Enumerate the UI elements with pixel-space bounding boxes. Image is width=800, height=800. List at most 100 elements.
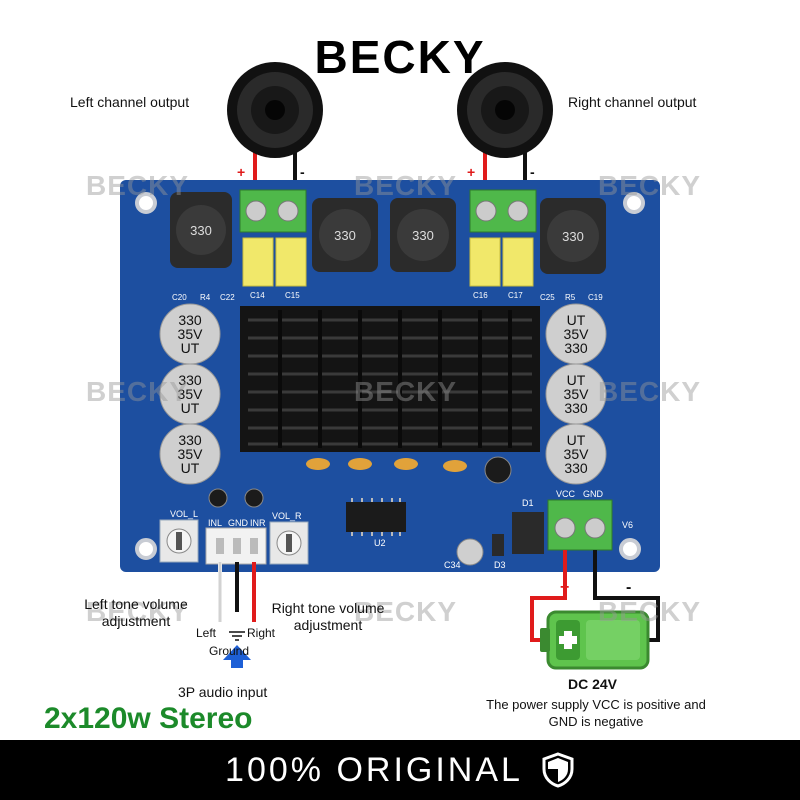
watermark: BECKY: [598, 596, 702, 627]
svg-text:330: 330: [564, 340, 588, 356]
svg-text:330: 330: [412, 228, 434, 243]
silk-c16: C16: [473, 291, 488, 300]
plus-sign: +: [560, 579, 569, 596]
ic-pins: [351, 498, 401, 536]
svg-text:35V: 35V: [178, 386, 204, 402]
watermark: BECKY: [86, 170, 190, 201]
brand-title: BECKY: [314, 31, 486, 83]
electrolytic-capacitor: UT 35V 330: [545, 423, 607, 485]
power-terminal: [547, 499, 613, 551]
minus-sign: -: [530, 164, 535, 180]
plus-sign: +: [237, 164, 245, 180]
svg-text:UT: UT: [567, 312, 586, 328]
svg-text:35V: 35V: [564, 446, 590, 462]
silk-d3: D3: [494, 560, 506, 570]
svg-text:UT: UT: [181, 460, 200, 476]
speaker-terminal-right: [469, 189, 537, 233]
silk-d1: D1: [522, 498, 534, 508]
diode-package: [512, 512, 544, 554]
ground-label: Ground: [209, 644, 250, 658]
electrolytic-capacitor: UT 35V 330: [545, 363, 607, 425]
silk-c34: C34: [444, 560, 461, 570]
svg-text:UT: UT: [567, 372, 586, 388]
silk-r5: R5: [565, 293, 576, 302]
silk-v6: V6: [622, 520, 633, 530]
audio-input-wires: [218, 562, 256, 622]
watermark: BECKY: [86, 376, 190, 407]
svg-text:330: 330: [178, 432, 202, 448]
silk-vol-r: VOL_R: [272, 511, 302, 521]
mounting-holes: [135, 192, 645, 560]
svg-text:35V: 35V: [178, 326, 204, 342]
minus-sign: -: [300, 164, 305, 180]
speaker-icon: [227, 62, 323, 158]
svg-text:330: 330: [178, 372, 202, 388]
power-supply-note: The power supply VCC is positive and GND…: [486, 697, 706, 729]
battery-icon: [540, 610, 650, 670]
amplifier-board-illustration: + - + - 330 330 330 330: [120, 62, 660, 670]
wire-right-label: Right: [247, 626, 276, 640]
arrow-up-icon: [223, 645, 251, 668]
left-channel-output-label: Left channel output: [70, 94, 190, 110]
audio-input-label: 3P audio input: [178, 684, 268, 700]
svg-text:330: 330: [562, 229, 584, 244]
svg-text:330: 330: [190, 223, 212, 238]
svg-text:330: 330: [178, 312, 202, 328]
silk-vol-l: VOL_L: [170, 509, 198, 519]
shield-icon: [542, 752, 574, 788]
footer-banner: 100% ORIGINAL: [0, 740, 800, 800]
svg-text:UT: UT: [181, 340, 200, 356]
silk-u2: U2: [374, 538, 386, 548]
watermark: BECKY: [354, 376, 458, 407]
inductor: 330: [312, 198, 378, 272]
film-capacitors: [242, 237, 534, 287]
silk-c20: C20: [172, 293, 187, 302]
silk-c22: C22: [220, 293, 235, 302]
left-tone-label: Left tone volume adjustment: [84, 596, 188, 629]
watermark: BECKY: [598, 376, 702, 407]
watermark: BECKY: [86, 596, 190, 627]
electrolytic-capacitor: 330 35V UT: [159, 423, 221, 485]
silk-vcc: VCC: [556, 489, 576, 499]
minus-sign: -: [626, 579, 631, 596]
wire-left-label: Left: [196, 626, 217, 640]
inductor: 330: [170, 192, 232, 268]
ic-chip: [346, 502, 406, 532]
small-capacitors: [208, 456, 512, 566]
silk-inr: INR: [250, 518, 266, 528]
svg-text:35V: 35V: [564, 326, 590, 342]
watermark: BECKY: [598, 170, 702, 201]
electrolytic-capacitor: UT 35V 330: [545, 303, 607, 365]
inductor: 330: [540, 198, 606, 274]
right-volume-pot: [269, 521, 309, 565]
electrolytic-capacitor: 330 35V UT: [159, 303, 221, 365]
right-tone-label: Right tone volume adjustment: [271, 600, 385, 633]
svg-text:UT: UT: [181, 400, 200, 416]
silk-inl: INL: [208, 518, 222, 528]
silk-r4: R4: [200, 293, 211, 302]
diode-d3: [492, 534, 504, 556]
power-wires: [530, 550, 660, 642]
right-channel-output-label: Right channel output: [568, 94, 697, 110]
smd-components: [306, 458, 467, 472]
silk-c17: C17: [508, 291, 523, 300]
silk-c14: C14: [250, 291, 265, 300]
svg-text:330: 330: [334, 228, 356, 243]
plus-sign: +: [467, 164, 475, 180]
audio-input-connector: [205, 527, 267, 565]
silk-gnd: GND: [228, 518, 249, 528]
watermark: BECKY: [354, 596, 458, 627]
svg-text:330: 330: [564, 400, 588, 416]
silk-c19: C19: [588, 293, 603, 302]
ground-symbol-icon: [229, 631, 245, 641]
dc-voltage-label: DC 24V: [568, 676, 618, 692]
svg-text:35V: 35V: [178, 446, 204, 462]
svg-text:330: 330: [564, 460, 588, 476]
heatsink: [240, 306, 540, 452]
footer-text: 100% ORIGINAL: [225, 750, 523, 789]
left-volume-pot: [159, 519, 199, 563]
svg-text:UT: UT: [567, 432, 586, 448]
silk-c15: C15: [285, 291, 300, 300]
silk-c25: C25: [540, 293, 555, 302]
inductor: 330: [390, 198, 456, 272]
